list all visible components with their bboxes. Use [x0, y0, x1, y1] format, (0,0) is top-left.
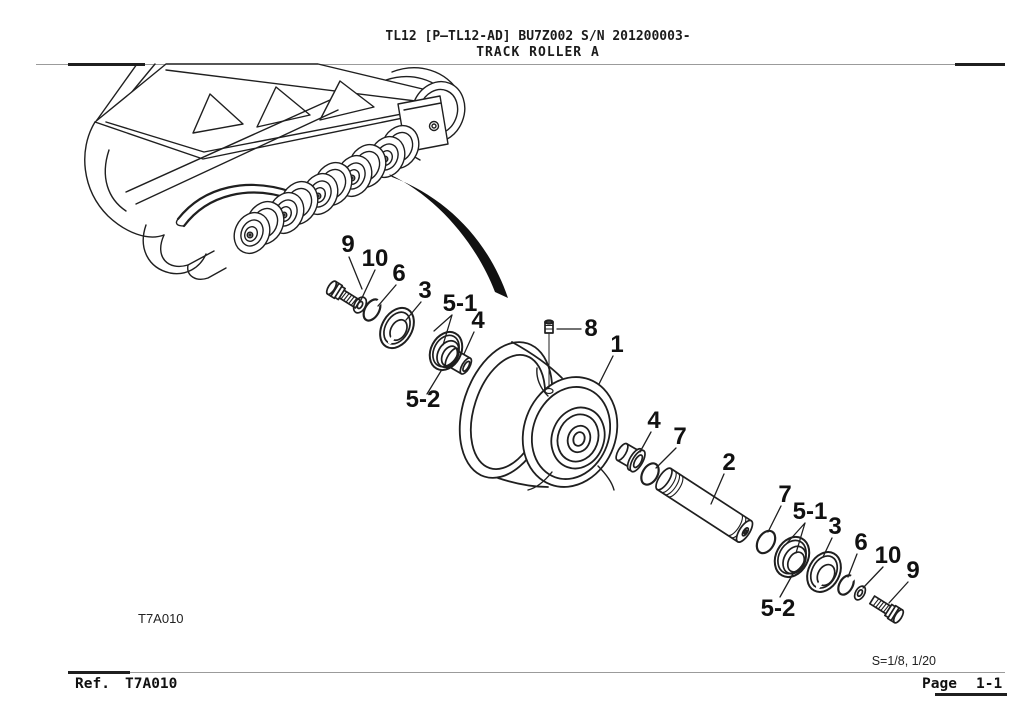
- machine-overview: [84, 63, 466, 280]
- header-rule: [36, 64, 1005, 65]
- callout-7-inner: 7: [673, 423, 686, 450]
- footer-rule-left-segment: [68, 671, 130, 674]
- page-title: TRACK ROLLER A: [476, 45, 600, 60]
- page-value: 1-1: [976, 676, 1003, 692]
- part-seal-right: [773, 535, 811, 579]
- callout-6-right: 6: [854, 529, 867, 556]
- callout-9-left: 9: [341, 231, 354, 258]
- leader-lines: [348, 256, 909, 604]
- part-bolt-left: [323, 278, 363, 312]
- callout-9-right: 9: [906, 557, 919, 584]
- callout-1: 1: [610, 331, 623, 358]
- header-model-line: TL12 [P—TL12-AD] BU7Z002 S/N 201200003-: [385, 29, 691, 44]
- part-bearing-left: [379, 306, 415, 350]
- callout-5-1-right: 5-1: [793, 498, 828, 525]
- part-bushing-right: [615, 442, 646, 473]
- part-snap-ring-right: [837, 570, 860, 596]
- ref-value: T7A010: [125, 676, 178, 692]
- callout-labels: 9 10 6 3 5-1 4 5-2 8 1 4 7 2 7 5-1 3 6 1…: [341, 231, 919, 622]
- track-rollers-row: [233, 124, 420, 255]
- idler-wheel: [385, 67, 466, 161]
- callout-5-2-left: 5-2: [406, 386, 441, 413]
- footer-rule: [70, 672, 1005, 673]
- callout-5-1-left: 5-1: [443, 290, 478, 317]
- callout-5-2-right: 5-2: [761, 595, 796, 622]
- part-washer-right: [853, 585, 867, 601]
- part-plug: [544, 319, 554, 395]
- part-roller-body: [458, 341, 619, 491]
- part-bushing-left: [444, 347, 473, 375]
- part-o-ring-outer: [755, 529, 777, 555]
- callout-4-left: 4: [471, 307, 485, 334]
- callout-10-left: 10: [362, 245, 389, 272]
- part-o-ring-inner: [640, 462, 660, 486]
- part-bearing-right: [806, 551, 842, 593]
- callout-8: 8: [584, 315, 597, 342]
- part-shaft: [655, 467, 754, 543]
- callout-3-right: 3: [828, 513, 841, 540]
- footer-rule-page-underline: [935, 693, 1007, 696]
- ref-label: Ref.: [75, 676, 110, 692]
- header-rule-right-segment: [955, 63, 1005, 66]
- header-rule-left-segment: [68, 63, 145, 66]
- page-label: Page: [922, 676, 957, 692]
- part-bolt-right: [867, 592, 907, 626]
- callout-10-right: 10: [875, 542, 902, 569]
- callout-3-left: 3: [418, 277, 431, 304]
- scale-note: S=1/8, 1/20: [871, 654, 936, 668]
- callout-4-right: 4: [647, 407, 661, 434]
- part-snap-ring-left: [362, 294, 387, 322]
- figure-code: T7A010: [138, 611, 184, 626]
- callout-6-left: 6: [392, 260, 405, 287]
- callout-2: 2: [722, 449, 735, 476]
- zoom-arrow: [389, 174, 508, 298]
- callout-7-outer: 7: [778, 481, 791, 508]
